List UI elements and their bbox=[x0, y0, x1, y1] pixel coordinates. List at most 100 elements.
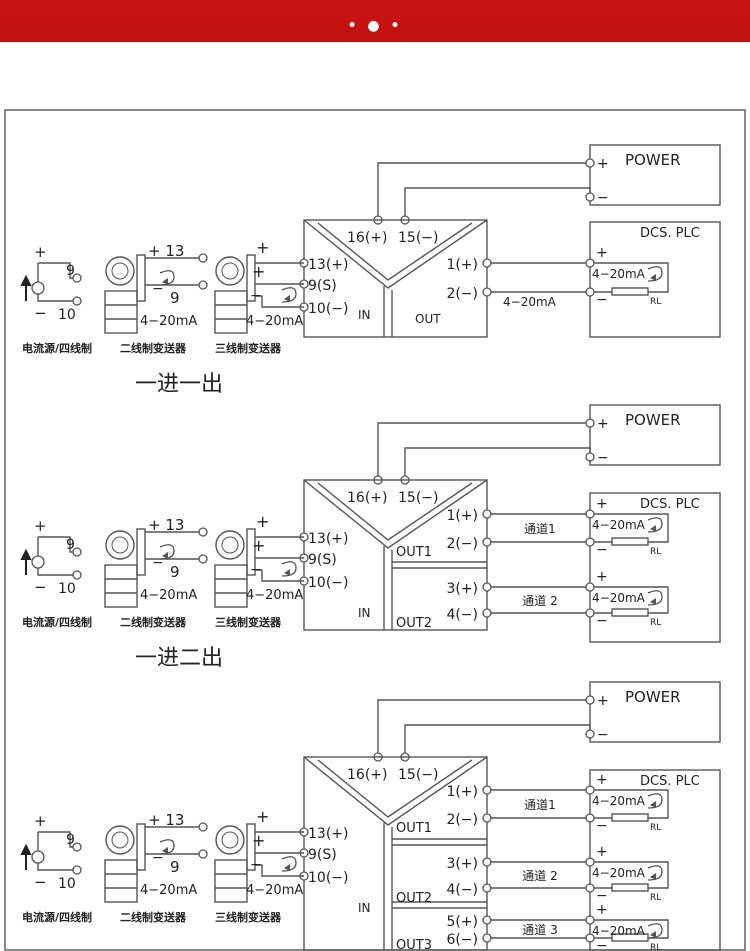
two-wire-13-label: + 13 bbox=[148, 516, 184, 534]
dcs-plus: + bbox=[596, 844, 608, 860]
terminal bbox=[72, 273, 82, 283]
section-title: 一进二出 bbox=[135, 646, 223, 671]
two-wire-transmitter-body bbox=[104, 564, 138, 608]
dcs-plus: + bbox=[596, 245, 608, 261]
dcs-minus: − bbox=[596, 613, 608, 629]
source-plus: + bbox=[34, 812, 47, 830]
power-wire-negative bbox=[404, 447, 591, 480]
channel-label: 4−20mA bbox=[503, 295, 557, 309]
output-negative-label: 4(−) bbox=[446, 882, 478, 898]
terminal bbox=[198, 822, 208, 832]
three-wire-plus: + bbox=[256, 512, 269, 531]
two-wire-current-label: 4−20mA bbox=[140, 314, 197, 329]
terminal bbox=[585, 582, 595, 592]
output-positive-label: 1(+) bbox=[446, 784, 478, 800]
arrow-head-icon bbox=[284, 295, 290, 302]
dcs-minus: − bbox=[596, 818, 608, 834]
channel-label: 通道1 bbox=[524, 522, 556, 536]
terminal bbox=[585, 608, 595, 618]
power-wire-negative bbox=[404, 724, 591, 757]
terminal-16-label: 16(+) bbox=[347, 767, 387, 783]
source-terminal-9: 9 bbox=[66, 537, 75, 553]
load-loop bbox=[594, 789, 669, 819]
terminal-10-label: 10(−) bbox=[308, 575, 348, 591]
loop-current-label: 4−20mA bbox=[592, 591, 646, 605]
two-wire-transmitter-bracket bbox=[136, 528, 146, 576]
load-loop bbox=[594, 919, 669, 939]
terminal bbox=[482, 883, 492, 893]
output-positive-label: 1(+) bbox=[446, 508, 478, 524]
source-minus: − bbox=[34, 304, 47, 322]
terminal bbox=[482, 287, 492, 297]
two-wire-minus: − bbox=[152, 850, 164, 866]
rl-label: RL bbox=[650, 297, 661, 307]
output-name-label: OUT2 bbox=[396, 891, 432, 906]
banner-dots: • ● • bbox=[347, 18, 403, 34]
two-wire-transmitter-bracket bbox=[136, 254, 146, 302]
output-positive-label: 1(+) bbox=[446, 257, 478, 273]
caption-three-wire: 三线制变送器 bbox=[215, 910, 282, 924]
dcs-plus: + bbox=[596, 569, 608, 585]
arrow-head-icon bbox=[284, 864, 290, 871]
dcs-minus: − bbox=[596, 542, 608, 558]
two-wire-transmitter-body bbox=[104, 290, 138, 334]
power-minus: − bbox=[597, 190, 609, 206]
two-wire-transmitter-head-icon bbox=[105, 825, 135, 855]
source-wire bbox=[38, 536, 73, 553]
terminal bbox=[72, 865, 82, 875]
terminal-9s-label: 9(S) bbox=[308, 552, 337, 568]
resistor-rl bbox=[611, 883, 649, 892]
source-wire bbox=[37, 294, 73, 302]
rl-label: RL bbox=[650, 823, 661, 833]
caption-two-wire: 二线制变送器 bbox=[120, 910, 187, 924]
arrow-head-icon bbox=[162, 552, 168, 559]
three-wire-transmitter-head-icon bbox=[215, 256, 245, 286]
loop-current-label: 4−20mA bbox=[592, 267, 646, 281]
two-wire-minus: − bbox=[152, 555, 164, 571]
three-wire-current-label: 4−20mA bbox=[246, 883, 303, 898]
rl-label: RL bbox=[650, 618, 661, 628]
arrow-head-icon bbox=[650, 801, 656, 808]
rl-label: RL bbox=[650, 893, 661, 903]
caption-current-source: 电流源/四线制 bbox=[22, 341, 92, 355]
caption-two-wire: 二线制变送器 bbox=[120, 615, 187, 629]
load-loop bbox=[594, 586, 669, 614]
terminal bbox=[482, 857, 492, 867]
arrow-head-icon bbox=[650, 873, 656, 880]
terminal-9s-label: 9(S) bbox=[308, 847, 337, 863]
terminal bbox=[482, 537, 492, 547]
terminal-15-label: 15(−) bbox=[398, 230, 438, 246]
three-wire-transmitter-head-icon bbox=[215, 825, 245, 855]
channel-label: 通道 2 bbox=[522, 594, 557, 608]
terminal bbox=[585, 785, 595, 795]
two-wire-13-label: + 13 bbox=[148, 242, 184, 260]
two-wire-current-label: 4−20mA bbox=[140, 588, 197, 603]
header-banner: • ● • bbox=[0, 0, 750, 42]
three-wire-current-label: 4−20mA bbox=[246, 314, 303, 329]
in-label: IN bbox=[358, 308, 371, 322]
terminal-10-label: 10(−) bbox=[308, 870, 348, 886]
power-plus: + bbox=[597, 416, 609, 432]
output-positive-label: 5(+) bbox=[446, 914, 478, 930]
three-wire-current-label: 4−20mA bbox=[246, 588, 303, 603]
caption-three-wire: 三线制变送器 bbox=[215, 341, 282, 355]
power-wire-negative bbox=[404, 187, 591, 220]
channel-label: 通道 2 bbox=[522, 869, 557, 883]
terminal-9s-label: 9(S) bbox=[308, 278, 337, 294]
terminal bbox=[72, 570, 82, 580]
output-positive-label: 3(+) bbox=[446, 856, 478, 872]
output-negative-label: 6(−) bbox=[446, 932, 478, 948]
dcs-minus: − bbox=[596, 292, 608, 308]
section-title: 一进一出 bbox=[135, 372, 223, 397]
dcs-plc-label: DCS. PLC bbox=[640, 774, 700, 789]
source-wire bbox=[38, 831, 73, 848]
terminal bbox=[482, 785, 492, 795]
module-triangle bbox=[303, 479, 488, 549]
terminal bbox=[585, 813, 595, 823]
terminal-13-label: 13(+) bbox=[308, 826, 348, 842]
three-wire-transmitter-bracket bbox=[246, 528, 256, 576]
three-wire-plus: + bbox=[256, 238, 269, 257]
arrow-head-icon bbox=[284, 569, 290, 576]
arrow-up-icon bbox=[20, 548, 32, 575]
